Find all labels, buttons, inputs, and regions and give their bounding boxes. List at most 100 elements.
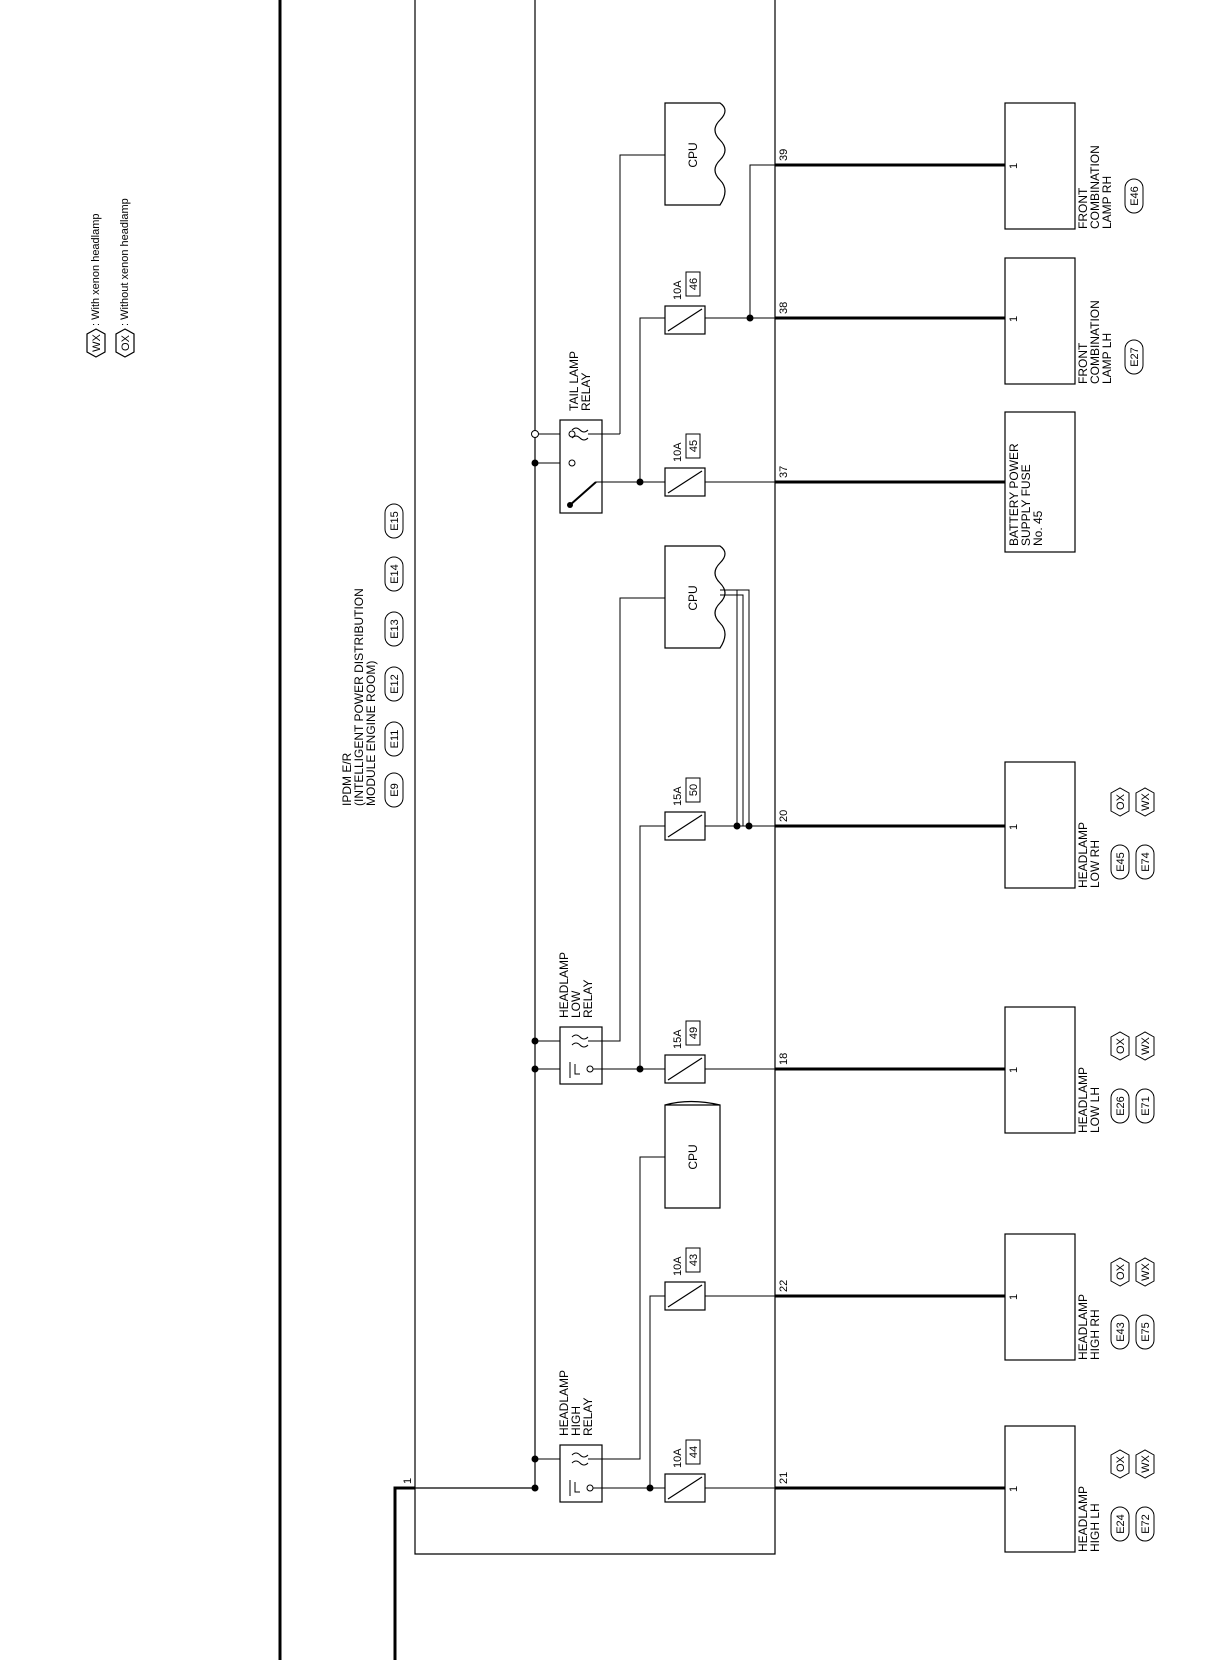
- pin-21: 21: [778, 1472, 790, 1484]
- ipdm-connectors: E9 E11 E12 E13 E14 E15: [384, 503, 404, 808]
- fuse-49: 15A 49: [664, 1020, 706, 1084]
- high-relay-line-2: HIGH: [569, 1406, 583, 1436]
- fuse-43-num: 43: [688, 1254, 700, 1266]
- connector-e45: E45: [1110, 844, 1130, 880]
- svg-text:E14: E14: [389, 564, 401, 584]
- svg-text:E11: E11: [389, 730, 401, 749]
- svg-text:E15: E15: [389, 511, 401, 531]
- front-combination-lamp-rh: 1 FRONT COMBINATION LAMP RH E46: [1004, 102, 1144, 230]
- svg-text:HIGH RH: HIGH RH: [1088, 1309, 1102, 1360]
- svg-text:E26: E26: [1115, 1096, 1127, 1116]
- pin-20: 20: [778, 810, 790, 822]
- svg-text:HIGH LH: HIGH LH: [1088, 1503, 1102, 1552]
- svg-text:LOW LH: LOW LH: [1088, 1087, 1102, 1133]
- low-relay-line-1: HEADLAMP: [557, 952, 571, 1018]
- connector-e27: E27: [1124, 339, 1144, 375]
- legend: WX : With xenon headlamp OX : Without xe…: [86, 198, 135, 358]
- connector-e75: E75: [1135, 1314, 1155, 1350]
- variant-ox-tag: OX: [1110, 1449, 1130, 1479]
- svg-text:E13: E13: [389, 619, 401, 639]
- svg-text:E43: E43: [1115, 1322, 1127, 1342]
- svg-text:OX: OX: [1115, 793, 1127, 810]
- headlamp-high-lh: 1 HEADLAMP HIGH LH E24 OX E72 WX: [1004, 1425, 1155, 1553]
- svg-text:E9: E9: [389, 783, 401, 796]
- tail-relay-line-2: RELAY: [579, 373, 593, 411]
- pin-39: 39: [778, 149, 790, 161]
- fuse-44-amp: 10A: [672, 1448, 684, 1468]
- cpu-top-label: CPU: [686, 142, 700, 167]
- variant-wx-tag: WX: [1135, 1031, 1155, 1061]
- svg-text:FRONT: FRONT: [1076, 187, 1090, 229]
- variant-ox-tag: OX: [1110, 1031, 1130, 1061]
- fuse-43: 10A 43: [664, 1247, 706, 1311]
- ipdm-title: IPDM E/R (INTELLIGENT POWER DISTRIBUTION…: [340, 588, 378, 806]
- ipdm-connector-e13: E13: [384, 611, 404, 647]
- front-combination-lamp-lh: 1 FRONT COMBINATION LAMP LH E27: [1004, 257, 1144, 385]
- svg-text:E72: E72: [1140, 1514, 1152, 1534]
- tail-lamp-relay: TAIL LAMP RELAY: [559, 351, 620, 514]
- ipdm-pin-labels: 39 38 37 20 18 22 21: [778, 149, 790, 1484]
- svg-text:1: 1: [1008, 1294, 1020, 1300]
- svg-text:WX: WX: [1140, 1454, 1152, 1472]
- svg-text:OX: OX: [1115, 1455, 1127, 1472]
- fuse-45-amp: 10A: [672, 442, 684, 462]
- legend-ox-tag: OX: [115, 328, 135, 358]
- low-relay-line-2: LOW: [569, 990, 583, 1018]
- svg-text:WX: WX: [1140, 792, 1152, 810]
- fuse-46-amp: 10A: [672, 280, 684, 300]
- low-relay-to-cpu-wire: [588, 597, 665, 1042]
- ipdm-title-line-1: IPDM E/R: [340, 752, 354, 806]
- svg-text:E75: E75: [1140, 1322, 1152, 1342]
- legend-ox-tag-text: OX: [120, 334, 132, 351]
- fuse-45: 10A 45: [664, 433, 706, 497]
- ipdm-title-line-3: MODULE ENGINE ROOM): [364, 661, 378, 806]
- ipdm-connector-e12: E12: [384, 666, 404, 702]
- tail-to-fuse46-wire: [639, 317, 665, 482]
- connector-e74: E74: [1135, 844, 1155, 880]
- high-relay-to-cpu-wire: [588, 1156, 665, 1460]
- connector-e43: E43: [1110, 1314, 1130, 1350]
- svg-text:FRONT: FRONT: [1076, 342, 1090, 384]
- high-relay-line-3: RELAY: [581, 1398, 595, 1436]
- legend-wx-text: : With xenon headlamp: [90, 213, 102, 326]
- variant-ox-tag: OX: [1110, 1257, 1130, 1287]
- connector-e71: E71: [1135, 1088, 1155, 1124]
- svg-text:SUPPLY FUSE: SUPPLY FUSE: [1019, 464, 1033, 546]
- svg-text:WX: WX: [1140, 1036, 1152, 1054]
- variant-wx-tag: WX: [1135, 1449, 1155, 1479]
- ipdm-connector-e14: E14: [384, 556, 404, 592]
- internal-wires: [705, 164, 775, 1489]
- high-relay-to-fuse43-wire: [649, 1295, 665, 1488]
- headlamp-low-relay: HEADLAMP LOW RELAY: [557, 952, 603, 1085]
- legend-wx-tag: WX: [86, 328, 106, 358]
- svg-text:E71: E71: [1140, 1096, 1152, 1116]
- bus-taps: [531, 430, 580, 1492]
- tail-relay-to-cpu-wire: [619, 154, 665, 434]
- low-relay-to-fuse50-wire: [639, 825, 665, 1069]
- cpu-middle-label: CPU: [686, 585, 700, 610]
- svg-text:1: 1: [1008, 1067, 1020, 1073]
- fuse-46: 10A 46: [664, 271, 706, 335]
- ipdm-connector-e11: E11: [384, 721, 404, 757]
- ipdm-connector-e9: E9: [384, 772, 404, 808]
- svg-text:HEADLAMP: HEADLAMP: [1076, 822, 1090, 888]
- input-pin-label: 1: [402, 1478, 414, 1484]
- high-relay-line-1: HEADLAMP: [557, 1370, 571, 1436]
- svg-text:COMBINATION: COMBINATION: [1088, 145, 1102, 229]
- legend-ox-text: : Without xenon headlamp: [119, 198, 131, 326]
- svg-text:1: 1: [1008, 824, 1020, 830]
- headlamp-low-lh: 1 HEADLAMP LOW LH E26 OX E71 WX: [1004, 1006, 1155, 1134]
- svg-text:LAMP RH: LAMP RH: [1100, 176, 1114, 229]
- fuse-44: 10A 44: [664, 1439, 706, 1503]
- fuse-50-amp: 15A: [672, 786, 684, 806]
- svg-text:E46: E46: [1129, 186, 1141, 206]
- cpu-bottom-label: CPU: [686, 1144, 700, 1169]
- cpu-block-top: CPU: [664, 102, 726, 206]
- svg-text:E74: E74: [1140, 852, 1152, 872]
- fuse-50-num: 50: [688, 784, 700, 796]
- svg-text:LAMP LH: LAMP LH: [1100, 333, 1114, 384]
- svg-text:1: 1: [1008, 316, 1020, 322]
- variant-ox-tag: OX: [1110, 787, 1130, 817]
- ipdm-connector-e15: E15: [384, 503, 404, 539]
